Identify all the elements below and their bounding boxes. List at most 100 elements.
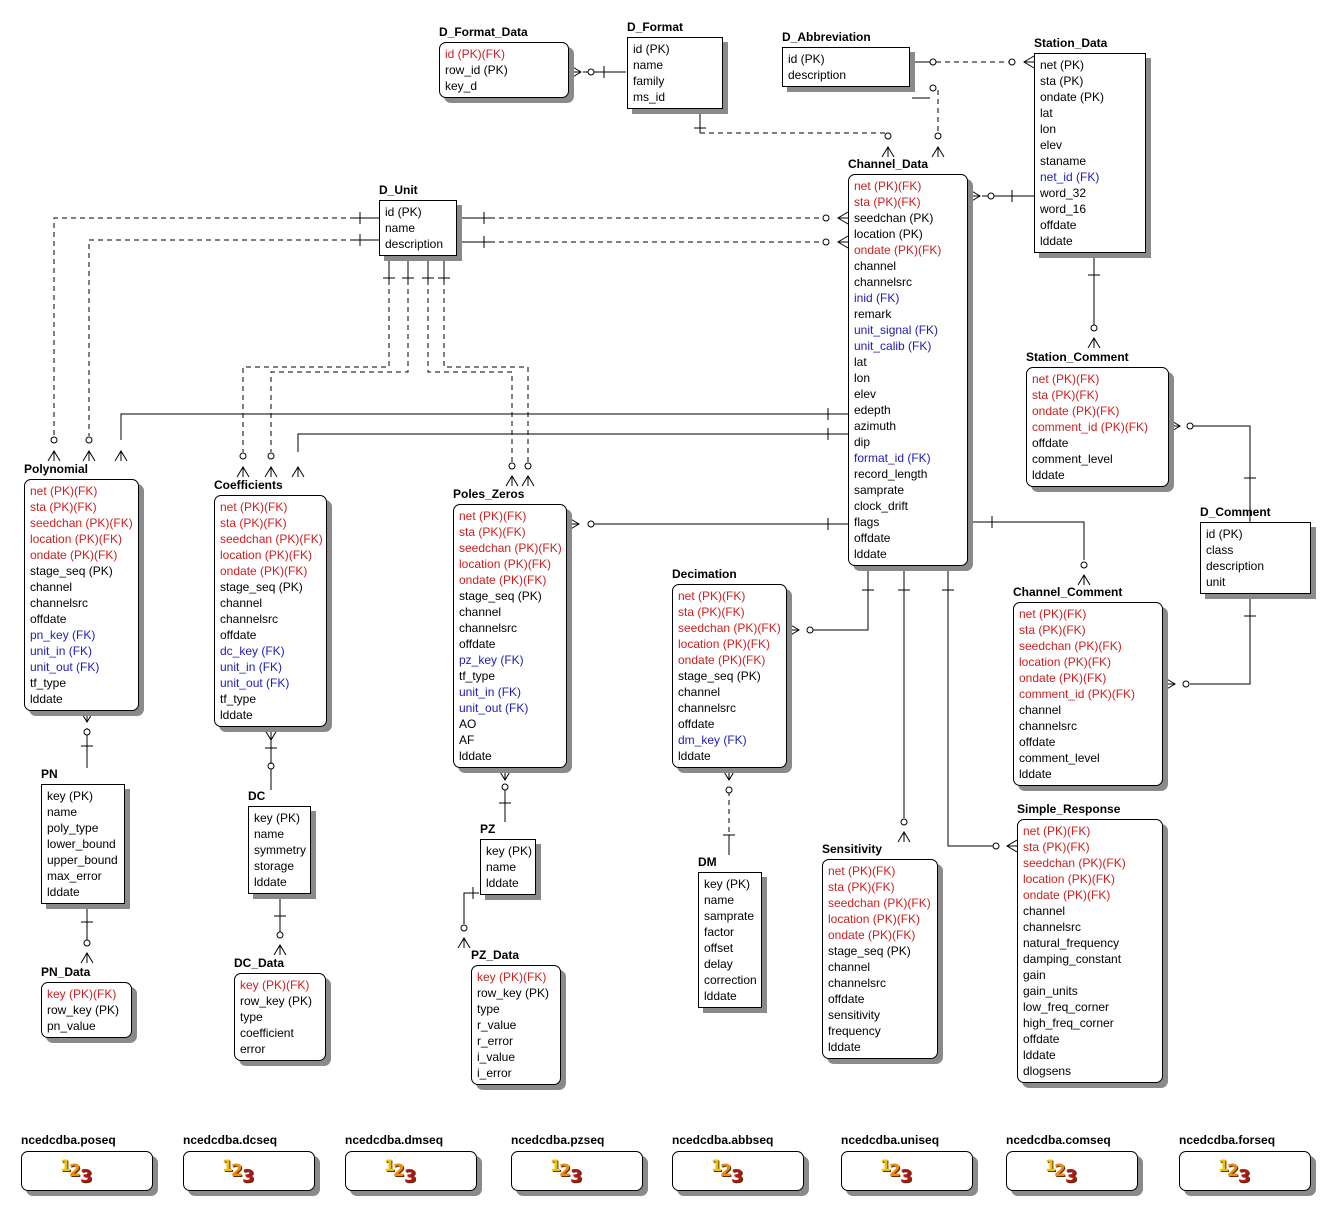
attribute: sta (PK)(FK) [678,605,745,619]
attribute: ondate (PK)(FK) [459,573,547,587]
optional-marker-icon [587,68,595,76]
attribute: offdate [220,628,257,642]
attribute: name [47,805,78,819]
attribute: channelsrc [828,976,887,990]
many-marker-icon [1023,55,1035,69]
attribute: channelsrc [678,701,737,715]
attribute: tf_type [220,692,257,706]
many-marker-icon [273,944,287,956]
many-marker-icon [1164,677,1176,691]
entity-attributes: key (PK)(FK)row_key (PK)pn_value [41,982,132,1038]
attribute: flags [854,515,880,529]
many-marker-icon [1169,419,1181,433]
relationship-line [53,217,355,436]
entity-title: Sensitivity [822,842,883,856]
optional-marker-icon [929,84,937,92]
attribute: type [477,1002,500,1016]
attribute: gain_units [1023,984,1078,998]
attribute: net (PK)(FK) [1019,607,1087,621]
optional-marker-icon [587,520,595,528]
attribute: upper_bound [47,853,118,867]
attribute: error [240,1042,266,1056]
attribute: sta (PK)(FK) [828,880,895,894]
relationship-line [297,433,848,452]
many-marker-icon [82,450,96,462]
relationship-line [88,239,355,436]
attribute: stage_seq (PK) [459,589,542,603]
attribute: lddate [704,989,737,1003]
many-marker-icon [457,937,471,949]
sequence-digit: 2 [559,1161,571,1181]
attribute: net (PK)(FK) [678,589,746,603]
entity-attributes: net (PK)(FK)sta (PK)(FK)seedchan (PK)(FK… [24,479,139,711]
attribute: net (PK)(FK) [1032,372,1100,386]
optional-marker-icon [884,132,892,140]
attribute: ondate (PK)(FK) [1023,888,1111,902]
entity-title: Coefficients [214,478,283,492]
entity-attributes: net (PK)(FK)sta (PK)(FK)seedchan (PK)(FK… [453,504,567,768]
attribute: location (PK)(FK) [459,557,552,571]
attribute: stage_seq (PK) [678,669,761,683]
sequence-digit: 1 [1045,1156,1057,1175]
attribute: offdate [854,531,891,545]
relationship-line [947,568,996,847]
attribute: family [633,74,665,88]
entity-title: D_Abbreviation [782,30,871,44]
attribute: channelsrc [1019,719,1078,733]
attribute: sta (PK)(FK) [1023,840,1090,854]
attribute: seedchan (PK)(FK) [220,532,323,546]
attribute: r_error [477,1034,514,1048]
many-marker-icon [568,517,580,531]
attribute: offset [704,941,734,955]
attribute: ondate (PK) [1040,90,1105,104]
attribute: lddate [220,708,253,722]
attribute: name [254,827,285,841]
relationship-line [463,892,479,924]
attribute: unit_calib (FK) [854,339,932,353]
attribute: offdate [459,637,496,651]
attribute: samprate [704,909,755,923]
relationship-line [443,280,529,462]
sequence-digit: 2 [720,1161,732,1181]
entity-title: PZ_Data [471,948,520,962]
optional-marker-icon [1080,561,1088,569]
entity-attributes: net (PK)(FK)sta (PK)(FK)seedchan (PK)(FK… [1017,819,1163,1083]
entity-attributes: net (PK)(FK)sta (PK)(FK)seedchan (PK)loc… [848,174,968,566]
attribute: word_16 [1040,202,1087,216]
